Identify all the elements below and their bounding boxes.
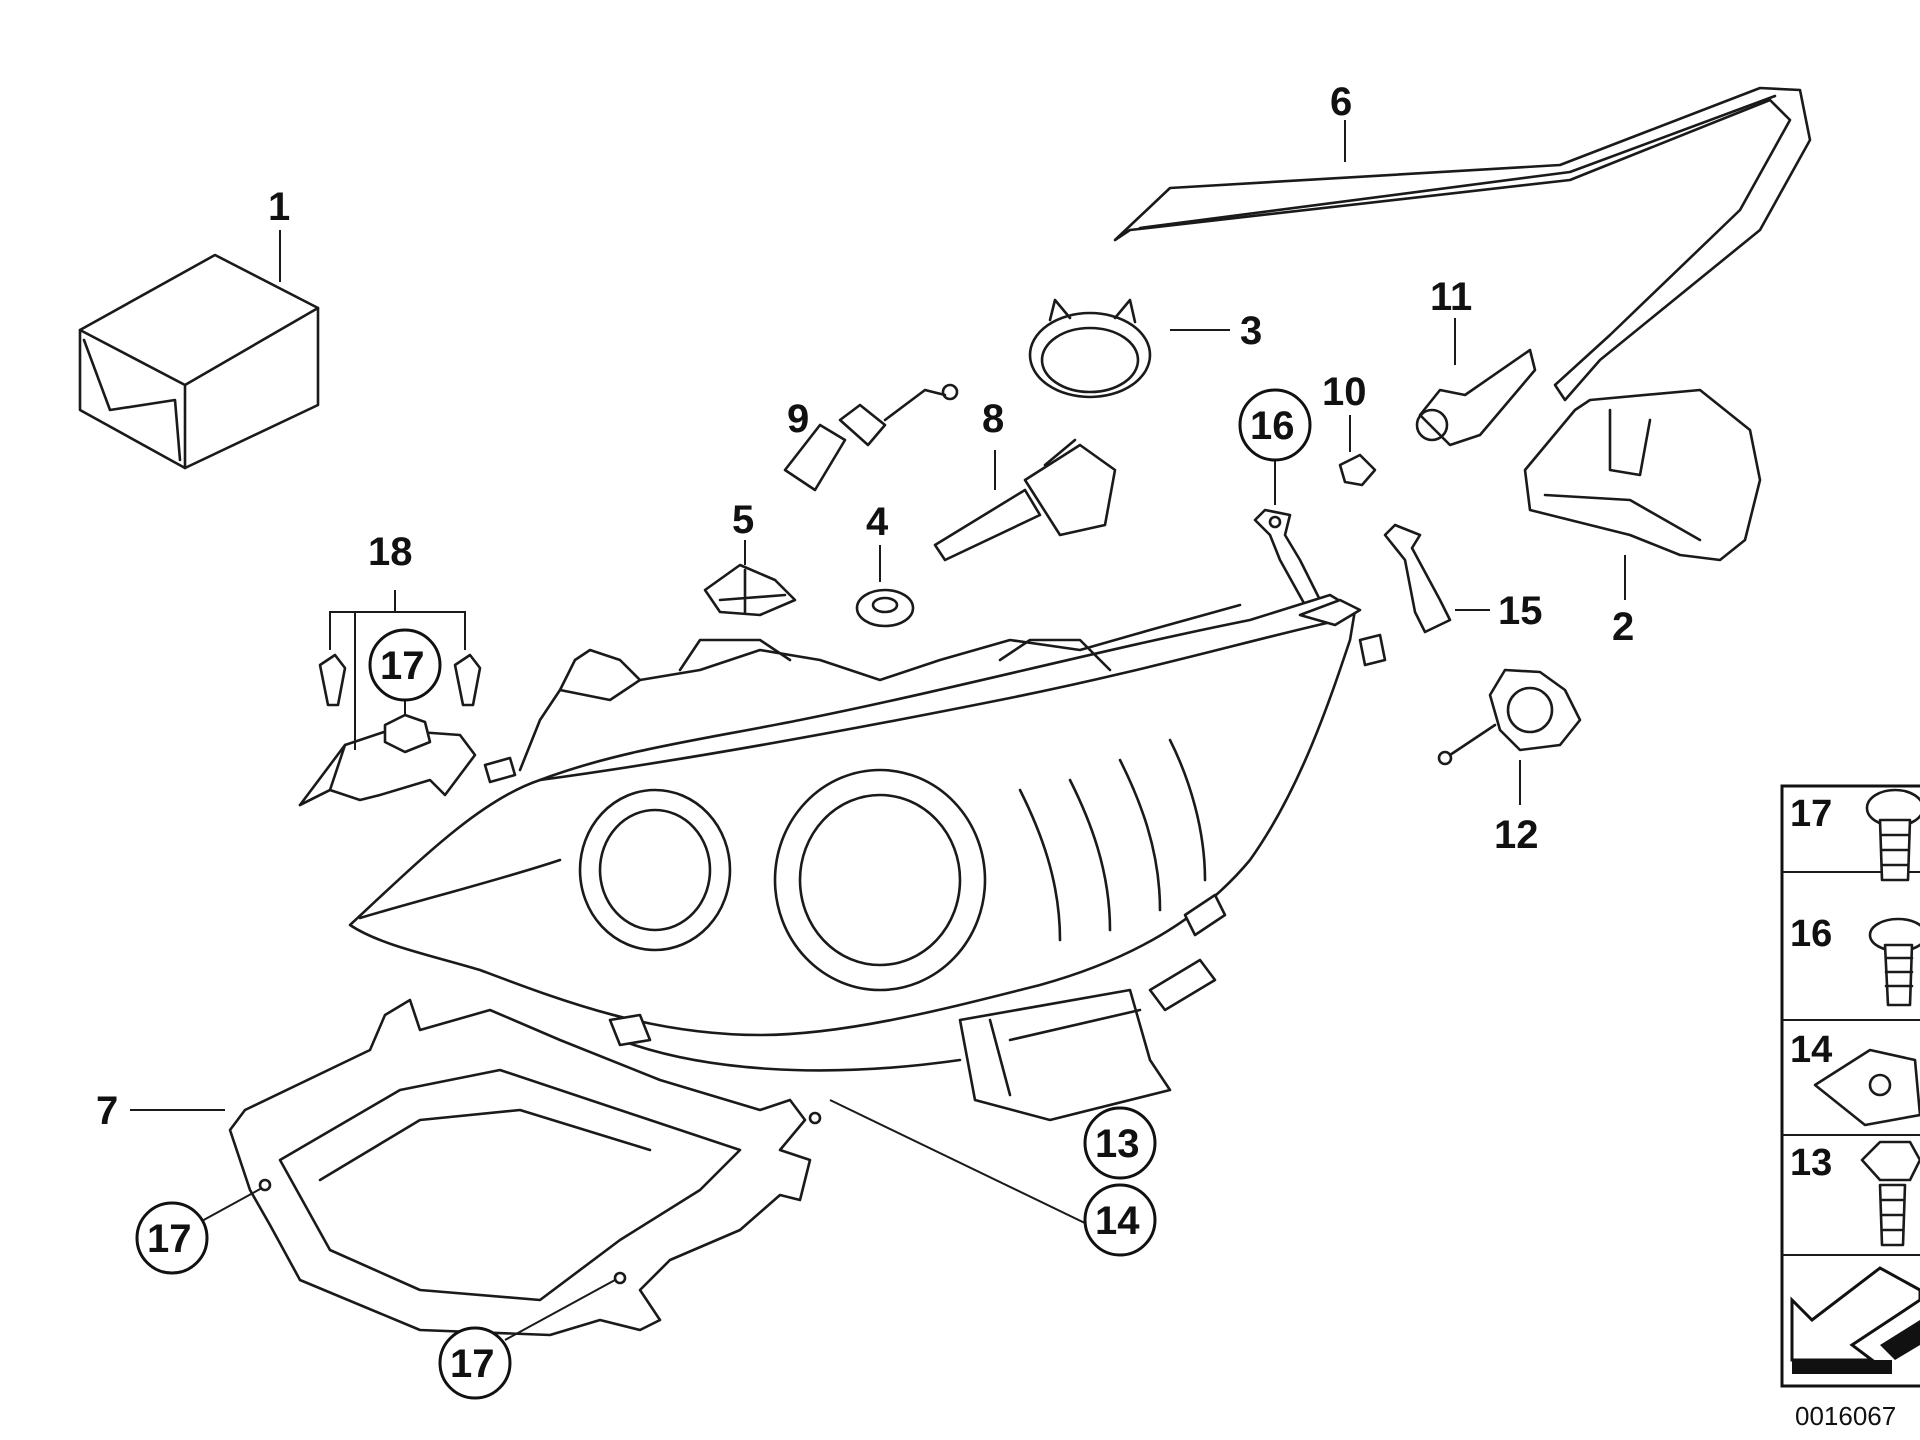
part-10-small-bulb: 10	[1322, 370, 1377, 487]
part-18-bracket-screws: 18 17	[298, 530, 482, 807]
part-2-corner-cover: 2	[1523, 388, 1762, 649]
legend-item-14: 14	[1790, 1029, 1832, 1071]
part-1-box: 1	[78, 185, 320, 470]
part-7-mounting-frame: 7 17 17	[96, 998, 822, 1400]
hex-bolt-13-icon	[1860, 1140, 1920, 1247]
part-4-clip: 4	[855, 500, 915, 628]
legend-item-13: 13	[1790, 1142, 1832, 1184]
legend-item-16: 16	[1790, 913, 1832, 955]
part-11-bulb-socket: 11	[1415, 275, 1537, 447]
callouts-13-14: 13 14	[829, 1099, 1157, 1257]
part-8-bulb-connector: 8	[933, 397, 1117, 562]
part-3-ring-cover: 3	[1028, 298, 1262, 399]
callout-11: 11	[1430, 275, 1472, 319]
part-9-bulb: 9	[783, 383, 959, 492]
headlight-housing	[348, 593, 1387, 1122]
part-6-seal-strip: 6	[1113, 80, 1812, 402]
part-15-small-bracket: 15	[1383, 523, 1543, 634]
part-5-cap: 5	[703, 498, 797, 617]
callout-13: 13	[1095, 1122, 1140, 1166]
callout-14: 14	[1095, 1199, 1140, 1243]
callout-4: 4	[866, 500, 889, 544]
hardware-legend: 17 16 14 13	[1780, 784, 1920, 1388]
callout-16: 16	[1250, 404, 1295, 448]
callout-17-bottom: 17	[450, 1342, 495, 1386]
callout-2: 2	[1612, 605, 1634, 649]
callout-15: 15	[1498, 589, 1543, 633]
document-id: 0016067	[1795, 1401, 1896, 1431]
callout-17-bracket: 17	[380, 644, 425, 688]
callout-18: 18	[368, 530, 413, 574]
callout-6: 6	[1330, 80, 1352, 124]
callout-8: 8	[982, 397, 1004, 441]
callout-17-left: 17	[147, 1217, 192, 1261]
callout-1: 1	[268, 185, 290, 229]
callout-5: 5	[732, 498, 754, 542]
callout-9: 9	[787, 397, 809, 441]
legend-item-17: 17	[1790, 793, 1832, 835]
screw-16-icon	[1868, 917, 1920, 1007]
callout-3: 3	[1240, 309, 1262, 353]
callout-7: 7	[96, 1089, 118, 1133]
part-16-bracket: 16	[1238, 388, 1322, 607]
clip-nut-14-icon	[1813, 1048, 1920, 1127]
callout-12: 12	[1494, 813, 1539, 857]
callout-10: 10	[1322, 370, 1367, 414]
screw-17-icon	[1865, 788, 1920, 882]
part-12-adjuster: 12	[1437, 668, 1582, 857]
direction-arrow-icon	[1790, 1266, 1920, 1374]
